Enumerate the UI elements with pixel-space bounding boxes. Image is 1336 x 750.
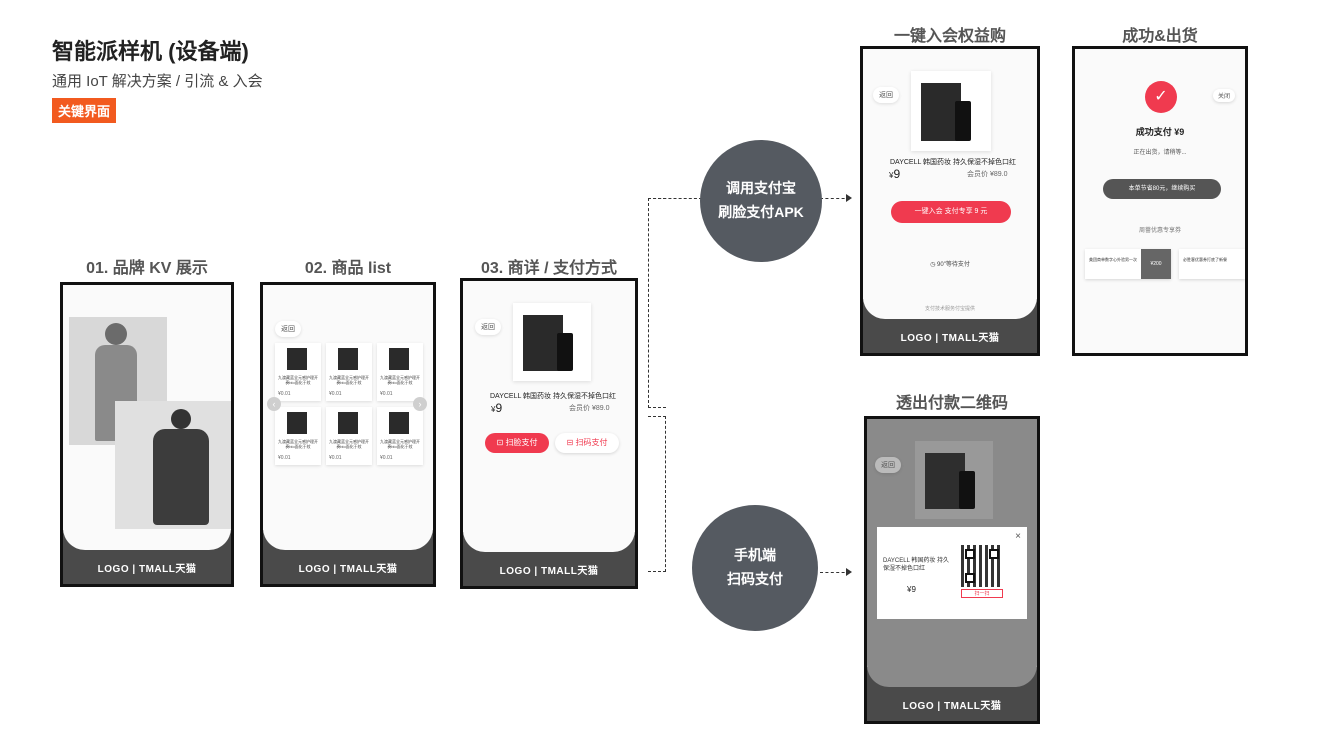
device-screen-qrcode: 返回 DAYCELL 韩国药妆 持久保湿不掉色口红 ¥9 扫一扫 × LOGO … — [864, 416, 1040, 724]
member-price: 会员价 ¥89.0 — [967, 171, 1008, 178]
label-screen-5: 成功&出货 — [1122, 28, 1198, 45]
product-image — [911, 71, 991, 151]
list-item[interactable]: 九渡藏蓝全元感护理开奏bio面化于纹 ¥0.01 — [326, 407, 372, 465]
product-name: DAYCELL 韩国药妆 持久保湿不掉色口红 — [889, 159, 1016, 166]
product-price: ¥9 — [889, 167, 901, 181]
device-screen-kv: LOGO | TMALL天猫 — [60, 282, 234, 587]
footer-logo: LOGO | TMALL天猫 — [499, 566, 599, 577]
list-item[interactable]: 九渡藏蓝全元感护理开奏bio面化于纹 ¥0.01 — [275, 407, 321, 465]
list-screen: 返回 九渡藏蓝全元感护理开奏bio面化于纹 ¥0.01 九渡藏蓝全元感护理开奏bi… — [263, 285, 433, 550]
qr-scan-icon: ⊟ — [566, 438, 576, 447]
success-text: 成功支付 ¥9 — [1135, 127, 1185, 137]
flow-step-label: 刷脸支付APK — [718, 204, 804, 220]
back-button[interactable]: 返回 — [475, 319, 501, 335]
coupon-value: ¥200 — [1141, 249, 1171, 279]
list-item[interactable]: 九渡藏蓝全元感护理开奏bio面化于纹 ¥0.01 — [377, 343, 423, 401]
item-price: ¥0.01 — [329, 391, 342, 397]
device-screen-membership: 返回 DAYCELL 韩国药妆 持久保湿不掉色口红 ¥9 会员价 ¥89.0 一… — [860, 46, 1040, 356]
coupon-title: 周蔷优惠专享券 — [1138, 228, 1181, 234]
item-text: 九渡藏蓝全元感护理开奏bio面化于纹 — [380, 375, 420, 386]
arrow-right-icon — [846, 194, 852, 202]
product-name: DAYCELL 韩国药妆 持久保湿不掉色口红 — [883, 558, 950, 573]
device-screen-list: 返回 九渡藏蓝全元感护理开奏bio面化于纹 ¥0.01 九渡藏蓝全元感护理开奏bi… — [260, 282, 436, 587]
qrcode-dialog: DAYCELL 韩国药妆 持久保湿不掉色口红 ¥9 扫一扫 × — [877, 527, 1027, 619]
device-screen-detail: 返回 DAYCELL 韩国药妆 持久保湿不掉色口红 ¥9 会员价 ¥89.0 ⊡… — [460, 278, 638, 589]
chevron-left-icon[interactable]: ‹ — [267, 397, 281, 411]
list-item[interactable]: 九渡藏蓝全元感护理开奏bio面化于纹 ¥0.01 — [326, 343, 372, 401]
coupon-card[interactable]: 美团商单数字心外验男一次 ¥200 — [1085, 249, 1171, 279]
fashion-photo-1 — [69, 317, 167, 445]
back-button[interactable]: 返回 — [873, 87, 899, 103]
membership-screen: 返回 DAYCELL 韩国药妆 持久保湿不掉色口红 ¥9 会员价 ¥89.0 一… — [863, 49, 1037, 319]
product-price: ¥9 — [907, 585, 916, 594]
face-scan-icon: ⊡ — [496, 438, 506, 447]
flow-step-face-pay: 调用支付宝 刷脸支付APK — [700, 140, 822, 262]
chevron-right-icon[interactable]: › — [413, 397, 427, 411]
flow-connector-lower — [648, 416, 666, 572]
flow-line — [820, 198, 850, 199]
qrcode-screen: 返回 DAYCELL 韩国药妆 持久保湿不掉色口红 ¥9 扫一扫 × — [867, 419, 1037, 687]
scan-pay-button[interactable]: ⊟ 扫码支付 — [555, 433, 619, 453]
page-title: 智能派样机 (设备端) — [52, 39, 249, 64]
device-screen-success: ✓ 关闭 成功支付 ¥9 正在出货，请稍等... 本单节省80元，继续购买 周蔷… — [1072, 46, 1248, 356]
clock-icon: ◷ — [930, 262, 938, 268]
continue-buy-button[interactable]: 本单节省80元，继续购买 — [1103, 179, 1221, 199]
back-button[interactable]: 返回 — [275, 321, 301, 337]
flow-step-label: 手机端 — [734, 547, 776, 564]
item-price: ¥0.01 — [380, 391, 393, 397]
label-screen-4: 一键入会权益购 — [893, 28, 1006, 45]
coupon-text: 必胜客优惠券打底了新餐 — [1183, 257, 1227, 262]
label-screen-3: 03. 商详 / 支付方式 — [480, 260, 618, 277]
label-screen-2: 02. 商品 list — [304, 260, 392, 277]
list-item[interactable]: 九渡藏蓝全元感护理开奏bio面化于纹 ¥0.01 — [275, 343, 321, 401]
footer-logo: LOGO | TMALL天猫 — [97, 564, 197, 575]
back-button[interactable]: 返回 — [875, 457, 901, 473]
flow-step-label: 扫码支付 — [727, 571, 783, 587]
item-text: 九渡藏蓝全元感护理开奏bio面化于纹 — [329, 439, 369, 450]
join-member-button[interactable]: 一键入会 支付专享 9 元 — [891, 201, 1011, 223]
coupon-card[interactable]: 必胜客优惠券打底了新餐 — [1179, 249, 1245, 279]
face-pay-button[interactable]: ⊡ 扫脸支付 — [485, 433, 549, 453]
qrcode-image[interactable]: 扫一扫 — [961, 539, 1003, 601]
item-text: 九渡藏蓝全元感护理开奏bio面化于纹 — [380, 439, 420, 450]
provider-text: 支付技术服务付宝提供 — [924, 306, 975, 312]
item-text: 九渡藏蓝全元感护理开奏bio面化于纹 — [329, 375, 369, 386]
flow-line — [648, 198, 702, 199]
product-name: DAYCELL 韩国药妆 持久保湿不掉色口红 — [489, 393, 616, 400]
page-subtitle: 通用 IoT 解决方案 / 引流 & 入会 — [52, 73, 263, 90]
member-price: 会员价 ¥89.0 — [569, 405, 610, 412]
product-price: ¥9 — [491, 401, 503, 415]
flow-connector-upper — [648, 198, 666, 408]
list-item[interactable]: 九渡藏蓝全元感护理开奏bio面化于纹 ¥0.01 — [377, 407, 423, 465]
item-price: ¥0.01 — [329, 455, 342, 461]
arrow-right-icon — [846, 568, 852, 576]
item-price: ¥0.01 — [278, 391, 291, 397]
flow-line — [820, 572, 850, 573]
flow-step-scan-pay: 手机端 扫码支付 — [692, 505, 818, 631]
product-image — [513, 303, 591, 381]
item-text: 九渡藏蓝全元感护理开奏bio面化于纹 — [278, 375, 318, 386]
label-screen-1: 01. 品牌 KV 展示 — [86, 260, 208, 277]
detail-screen: 返回 DAYCELL 韩国药妆 持久保湿不掉色口红 ¥9 会员价 ¥89.0 ⊡… — [463, 281, 635, 552]
item-text: 九渡藏蓝全元感护理开奏bio面化于纹 — [278, 439, 318, 450]
key-screens-tag: 关键界面 — [52, 98, 117, 123]
close-icon[interactable]: × — [1015, 531, 1021, 542]
qrcode-caption: 扫一扫 — [961, 589, 1003, 598]
fashion-photo-2 — [115, 401, 231, 529]
product-image — [915, 441, 993, 519]
countdown-text: ◷ 90"等待支付 — [930, 262, 970, 268]
footer-logo: LOGO | TMALL天猫 — [298, 564, 398, 575]
footer-logo: LOGO | TMALL天猫 — [900, 333, 1000, 344]
flow-step-label: 调用支付宝 — [726, 180, 796, 197]
item-price: ¥0.01 — [380, 455, 393, 461]
shipping-text: 正在出货，请稍等... — [1133, 150, 1187, 156]
coupon-text: 美团商单数字心外验男一次 — [1089, 257, 1137, 262]
success-check-icon: ✓ — [1145, 81, 1177, 113]
close-button[interactable]: 关闭 — [1212, 89, 1235, 102]
footer-logo: LOGO | TMALL天猫 — [902, 701, 1002, 712]
kv-screen — [63, 285, 231, 550]
label-screen-6: 透出付款二维码 — [895, 395, 1008, 412]
item-price: ¥0.01 — [278, 455, 291, 461]
